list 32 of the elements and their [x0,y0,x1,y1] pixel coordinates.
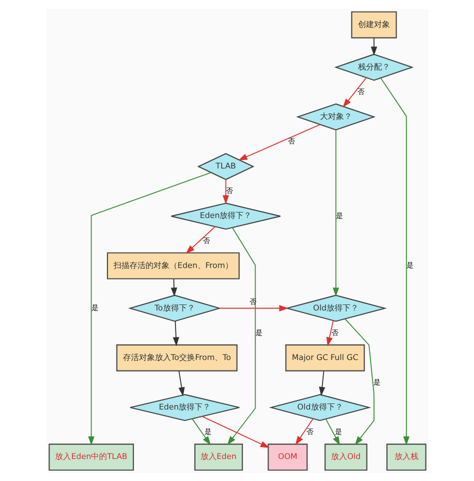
arrow [88,172,211,445]
arrow [318,370,325,396]
arrow [326,320,334,346]
edge-label: 否 [357,86,364,96]
edge-label: 是 [406,260,413,270]
edge-label: 是 [334,426,342,436]
edge-label: 是 [335,210,342,220]
edge-label: 是 [204,426,211,436]
arrow [222,178,228,204]
arrow [238,124,320,160]
edge-label: 否 [225,186,232,195]
edge-label: 是 [254,327,262,336]
edge-label: 否 [287,136,294,146]
arrow [380,77,410,445]
arrow [191,418,210,445]
arrow [344,318,374,445]
edge-label: 是 [372,377,380,386]
arrow [342,76,366,108]
arrow [370,36,377,56]
arrow [218,304,288,311]
arrow [201,415,269,448]
edge-label: 否 [331,327,338,336]
arrow [226,226,256,445]
arrow [294,418,313,445]
edge-label: 否 [202,235,210,244]
arrow [324,418,340,445]
arrow [172,320,179,346]
arrow [185,226,216,254]
edge-label: 是 [90,302,98,312]
arrow [332,129,339,296]
arrow [178,370,184,396]
edge-label: 否 [306,426,313,436]
